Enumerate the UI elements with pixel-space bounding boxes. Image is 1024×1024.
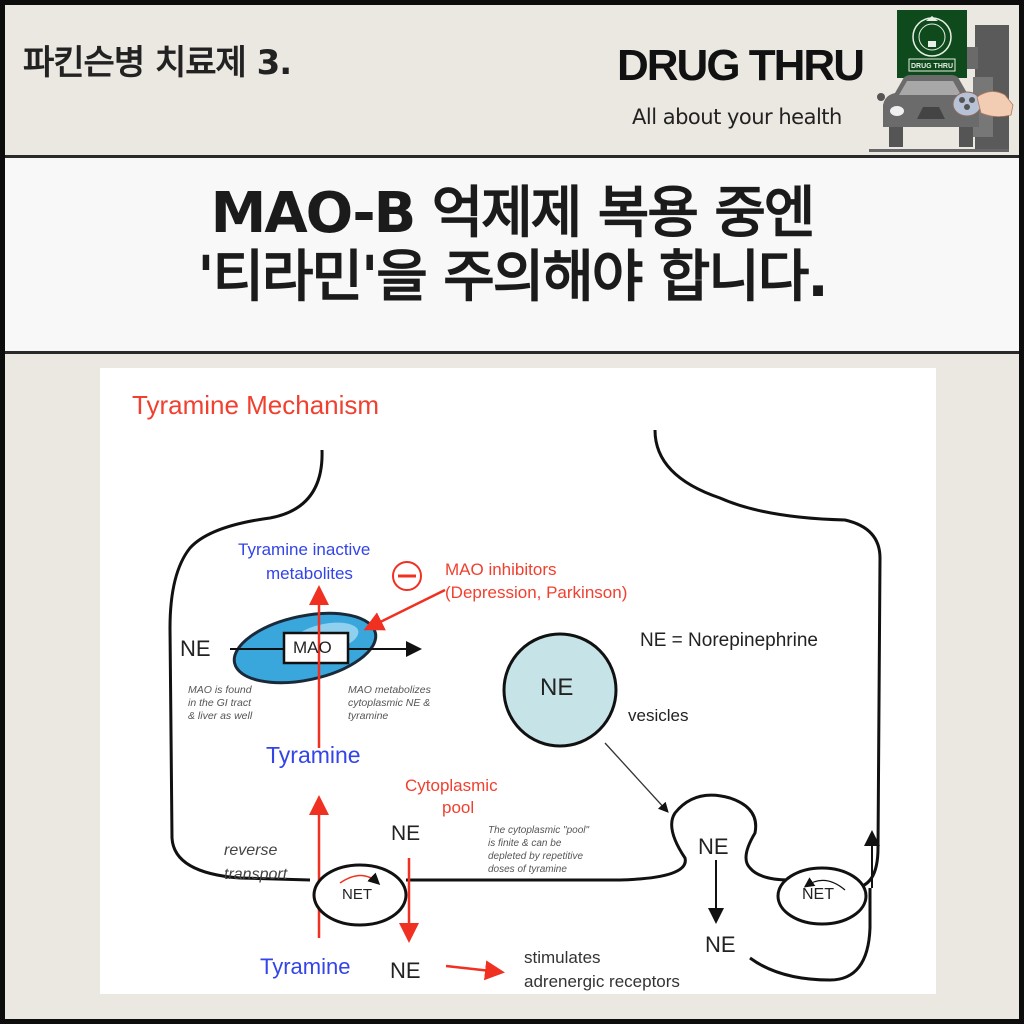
- label-ne-synapse: NE: [705, 932, 736, 957]
- drive-thru-logo-icon: DRUG THRU: [869, 10, 1014, 152]
- tyramine-mechanism-diagram: Tyramine Mechanism Tyramine inactive met…: [100, 368, 936, 994]
- label-tyramine-bottom: Tyramine: [260, 954, 351, 979]
- headline-line-1: MAO-B 억제제 복용 중엔: [210, 181, 816, 246]
- label-pool: pool: [442, 798, 475, 817]
- label-vesicle-ne: NE: [540, 674, 574, 701]
- note-mao-metabolizes: MAO metabolizes cytoplasmic NE & tyramin…: [348, 684, 431, 722]
- series-title: 파킨슨병 치료제 3.: [23, 43, 292, 83]
- label-ne-release: NE: [698, 834, 729, 859]
- note-pool-finite: The cytoplasmic "pool" is finite & can b…: [488, 825, 590, 875]
- brand-name: DRUG THRU: [617, 41, 865, 90]
- label-cytoplasmic: Cytoplasmic: [405, 776, 498, 795]
- label-tyramine-mid: Tyramine: [266, 742, 361, 768]
- label-mao-inhibitors: MAO inhibitors: [445, 560, 557, 579]
- label-ne-left: NE: [180, 636, 211, 661]
- label-ne-pool: NE: [391, 822, 421, 845]
- label-net-left: NET: [342, 886, 372, 903]
- headline-line-2: '티라민'을 주의해야 합니다.: [197, 245, 828, 310]
- label-metabolites: metabolites: [266, 564, 353, 583]
- diagram-title: Tyramine Mechanism: [132, 390, 380, 420]
- label-transport: transport: [224, 866, 288, 883]
- label-stimulates: stimulates: [524, 948, 601, 967]
- headline-banner: MAO-B 억제제 복용 중엔 '티라민'을 주의해야 합니다.: [5, 158, 1019, 354]
- label-net-right: NET: [802, 886, 834, 903]
- label-mao-enzyme: MAO: [293, 638, 332, 657]
- mechanism-drawing: [168, 429, 882, 982]
- logo-badge-text: DRUG THRU: [911, 63, 953, 70]
- label-mao-inhibitors-indications: (Depression, Parkinson): [445, 583, 628, 602]
- label-vesicles: vesicles: [628, 706, 689, 725]
- label-ne-bottom: NE: [390, 958, 421, 983]
- label-reverse: reverse: [224, 842, 278, 859]
- header: 파킨슨병 치료제 3. DRUG THRU All about your hea…: [5, 5, 1019, 158]
- brand-tagline: All about your health: [632, 105, 842, 129]
- note-mao-found: MAO is found in the GI tract & liver as …: [188, 684, 253, 722]
- label-adrenergic-receptors: adrenergic receptors: [524, 972, 680, 991]
- label-tyramine-inactive: Tyramine inactive: [238, 540, 371, 559]
- label-ne-definition: NE = Norepinephrine: [640, 630, 818, 651]
